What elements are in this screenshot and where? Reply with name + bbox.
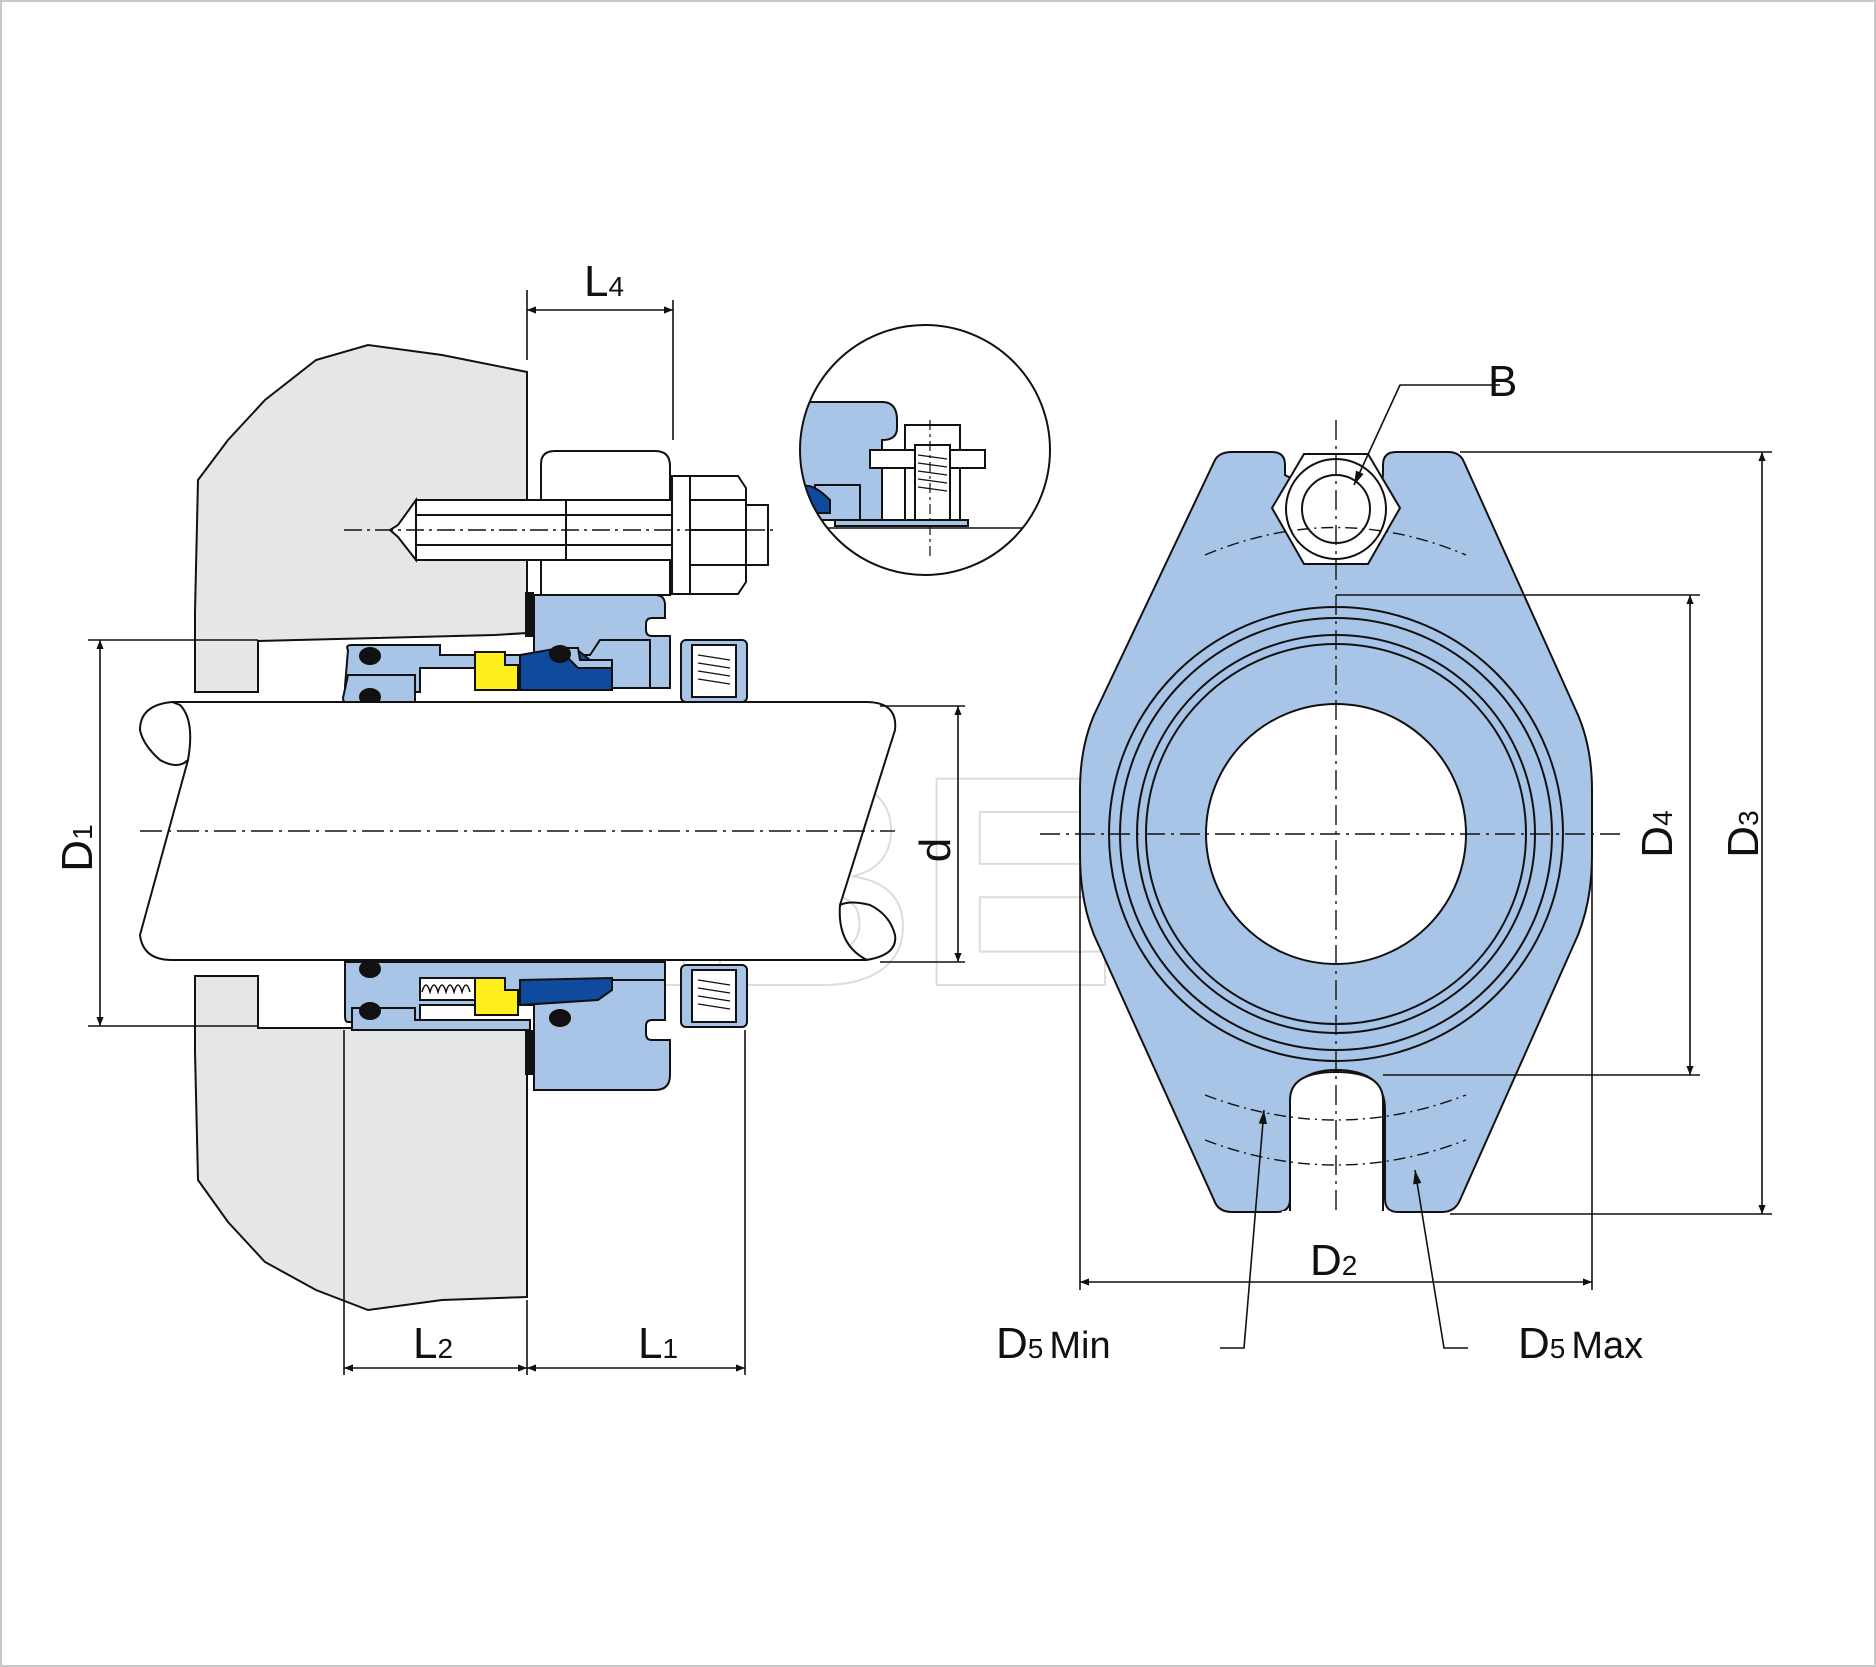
label-d: d [911,838,960,862]
detail-circle [799,324,1051,576]
label-d3: D3 [1719,810,1768,857]
label-d2: D2 [1310,1236,1357,1285]
label-d4: D4 [1633,810,1682,857]
housing [194,343,528,1312]
centerlines [1040,420,1620,1210]
section-view [138,343,897,1312]
label-l4: L4 [584,257,624,306]
bolt-assembly [344,450,776,596]
shaft [138,701,897,961]
right-dimensions [1079,384,1772,1349]
seal-top [341,594,748,706]
label-d1: D1 [53,824,102,871]
front-view [1040,420,1620,1215]
label-l2: L2 [413,1319,453,1368]
seal-bottom [344,960,748,1091]
label-l1: L1 [638,1319,678,1368]
bolt-circle-arcs [1204,526,1467,1166]
gasket-bottom [525,1030,534,1075]
left-dimensions [88,290,965,1375]
label-b: B [1488,357,1517,406]
bottom-slot [1282,1070,1391,1215]
gasket-top [525,592,534,637]
